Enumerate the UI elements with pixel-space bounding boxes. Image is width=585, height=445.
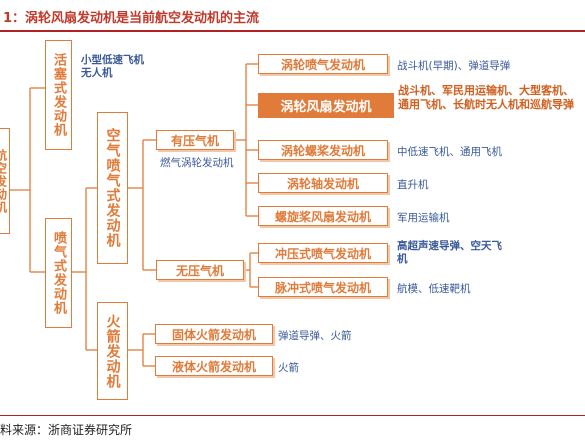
pulsejet-node: 脉冲式喷气发动机 [258,277,388,297]
page-title: 1：涡轮风扇发动机是当前航空发动机的主流 [3,11,260,26]
pulsejet-use: 航模、低速靶机 [397,283,471,295]
liquid-rocket-use: 火箭 [278,362,299,374]
ramjet-use: 高超声速导弹、空天飞机 [397,240,502,265]
solid-rocket-node: 固体火箭发动机 [155,324,273,344]
root-node: 航空发动机 [0,128,10,234]
turboprop-use: 中低速飞机、通用飞机 [397,146,502,158]
propfan-node: 螺旋桨风扇发动机 [258,206,388,226]
rocket-engine-node: 火箭发动机 [97,302,128,400]
turboshaft-use: 直升机 [397,179,429,191]
turboprop-node: 涡轮螺桨发动机 [258,140,388,160]
ramjet-node: 冲压式喷气发动机 [258,243,388,263]
piston-engine-use: 小型低速飞机 无人机 [81,54,144,79]
turbojet-use: 战斗机(早期)、弹道导弹 [397,60,511,72]
liquid-rocket-node: 液体火箭发动机 [155,356,273,376]
with-compressor-node: 有压气机 [156,130,234,150]
propfan-use: 军用运输机 [397,212,450,224]
solid-rocket-use: 弹道导弹、火箭 [278,330,352,342]
piston-engine-node: 活塞式发动机 [45,40,72,150]
turbofan-node: 涡轮风扇发动机 [258,93,394,118]
turbofan-use: 战斗机、军民用运输机、大型客机、通用飞机、长航时无人机和巡航导弹 [398,84,574,111]
jet-engine-node: 喷气式发动机 [45,218,72,328]
air-breathing-engine-node: 空气喷气式发动机 [97,112,128,264]
title-rule [0,30,585,32]
without-compressor-node: 无压气机 [156,260,244,280]
footer-rule [0,415,585,416]
turboshaft-node: 涡轮轴发动机 [258,173,388,193]
source-note: 料来源：浙商证券研究所 [0,423,133,437]
gas-turbine-label: 燃气涡轮发动机 [160,157,234,169]
turbojet-node: 涡轮喷气发动机 [258,54,388,74]
